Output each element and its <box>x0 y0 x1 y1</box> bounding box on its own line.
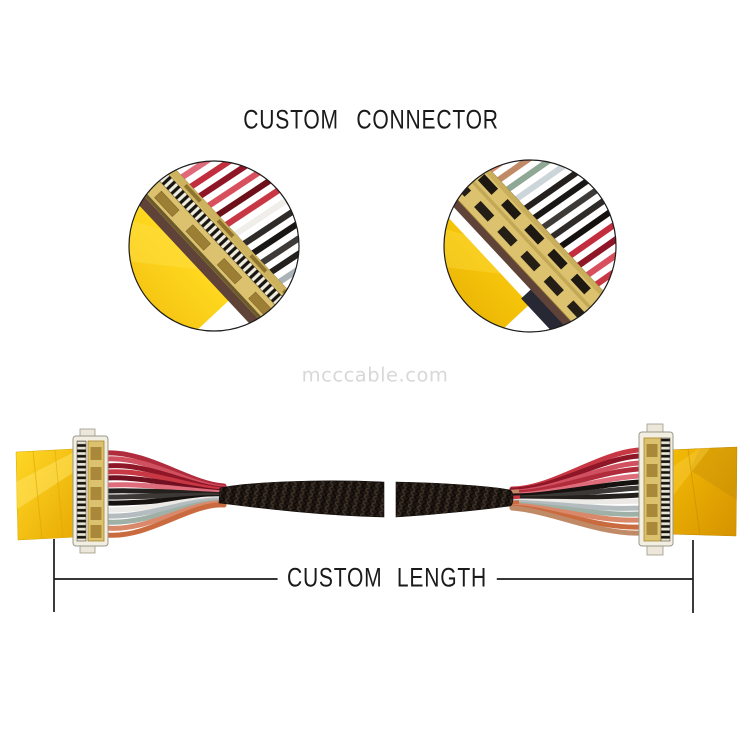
page-title: CUSTOM CONNECTOR <box>243 104 499 135</box>
right-connector-closeup <box>444 160 616 332</box>
wire-strand <box>179 161 299 196</box>
wire-strand <box>582 200 616 296</box>
left-tape <box>15 448 78 541</box>
wire-strand <box>268 198 299 291</box>
tape-highlight <box>444 202 501 274</box>
latch-tab <box>118 123 129 134</box>
left-connector <box>72 428 109 554</box>
wire-strand <box>509 505 643 536</box>
wire-strand <box>103 502 227 538</box>
pin-row <box>129 161 299 331</box>
right-wire-fan <box>509 447 643 536</box>
connector-edge <box>129 161 298 331</box>
right-sleeve <box>395 481 514 518</box>
tape-highlight <box>129 198 201 270</box>
wire-strand <box>259 188 299 282</box>
wire-strand <box>564 181 616 277</box>
custom-length-label: CUSTOM LENGTH <box>277 561 497 595</box>
pin-row <box>76 440 87 542</box>
right-connector <box>638 423 674 556</box>
latch-tab <box>131 117 146 133</box>
wire-strand <box>484 160 616 191</box>
left-sleeve <box>218 480 385 518</box>
wire-below <box>521 288 616 332</box>
wire-strand <box>294 226 299 320</box>
pin-row <box>660 437 671 542</box>
wire-strand <box>232 161 299 253</box>
left-circle-border <box>128 160 300 332</box>
wire-strand <box>285 217 299 310</box>
watermark: mcccable.com <box>301 363 449 387</box>
wire-strand <box>573 190 616 286</box>
right-tape <box>666 446 738 537</box>
wire-strand <box>250 179 299 272</box>
left-connector-closeup <box>118 117 299 331</box>
wire-strand <box>188 161 299 206</box>
wire-strand <box>493 160 616 201</box>
wire-strand <box>600 219 616 315</box>
wire-strand <box>609 228 616 324</box>
wire-strand <box>170 161 299 187</box>
left-wire-fan <box>103 450 227 538</box>
right-circle-border <box>443 159 617 333</box>
wire-strand <box>555 171 616 267</box>
cable-assembly <box>15 423 738 556</box>
wire-strand <box>241 169 299 263</box>
